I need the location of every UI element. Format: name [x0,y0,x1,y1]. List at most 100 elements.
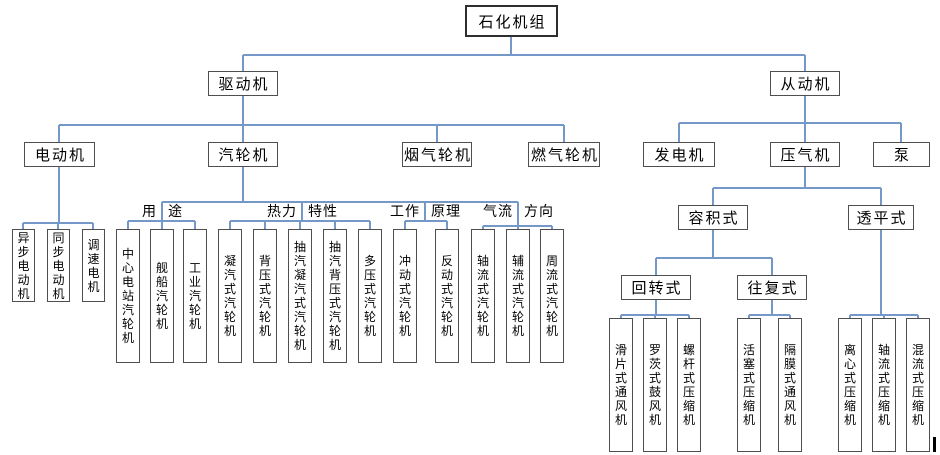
connector-line [436,125,438,142]
tree-node-jianchuan: 舰船汽轮机 [150,229,174,363]
connector-line [655,258,657,275]
tree-node-gongye: 工业汽轮机 [183,229,207,363]
text-cursor-artifact [933,437,936,452]
tree-node-huapian: 滑片式通风机 [609,318,633,452]
connector-line [242,125,244,142]
connector-line [301,202,303,221]
connector-line [161,202,163,221]
connector-line [849,315,851,318]
connector-line [713,187,881,189]
connector-line [789,315,791,318]
connector-line [510,37,512,55]
tree-node-chongdong: 冲动式汽轮机 [393,229,417,363]
connector-line [59,124,564,126]
tree-node-hunliu: 混流式压缩机 [906,318,930,452]
tree-node-beiya: 背压式汽轮机 [253,229,277,363]
tree-node-beng: 泵 [873,142,930,167]
tree-node-qudongji: 驱动机 [208,71,278,96]
tree-node-tiaosu: 调速电机 [82,229,105,302]
tree-node-rongjishi: 容积式 [678,205,748,230]
category-label-right: 方向 [524,205,554,220]
category-label-right: 途 [168,205,183,220]
tree-node-fandong: 反动式汽轮机 [435,229,459,363]
tree-node-ningqi: 凝汽式汽轮机 [218,229,242,363]
connector-line [748,315,750,318]
tree-node-luoci: 罗茨式鼓风机 [643,318,667,452]
tree-node-huosai: 活塞式压缩机 [737,318,761,452]
connector-line [654,315,656,318]
category-label-right: 原理 [431,205,461,220]
connector-line [563,125,565,142]
connector-line [264,221,266,229]
tree-node-fuliu: 辅流式汽轮机 [506,229,530,363]
connector-line [58,125,60,142]
connector-line [22,223,24,229]
tree-node-root: 石化机组 [465,5,558,37]
connector-line [194,221,196,229]
connector-line [517,226,519,229]
connector-line [446,221,448,229]
tree-node-tongbu: 同步电动机 [47,229,70,302]
connector-line [424,202,426,221]
connector-line [405,220,447,222]
connector-line [679,122,901,124]
tree-node-yanqilunji: 烟气轮机 [402,142,472,167]
connector-line [334,221,336,229]
connector-line [712,230,714,258]
connector-line [92,223,94,229]
connector-line [917,315,919,318]
tree-node-yibu: 异步电动机 [12,229,35,302]
connector-line [771,300,773,315]
connector-line [162,201,518,203]
connector-line [299,221,301,229]
category-label-right: 特性 [308,205,338,220]
connector-line [883,315,885,318]
tree-node-chouqiningqi: 抽汽凝汽式汽轮机 [288,229,312,363]
connector-line [804,167,806,188]
tree-node-huizhuanshi: 回转式 [621,275,691,300]
connector-line [482,226,484,229]
connector-line [58,167,60,223]
connector-line [804,96,806,123]
connector-line [127,221,129,229]
connector-line [620,315,622,318]
connector-line [678,123,680,142]
connector-line [243,54,805,56]
connector-line [804,55,806,71]
tree-node-diandongji: 电动机 [24,142,95,167]
connector-line [242,96,244,125]
connector-line [804,123,806,142]
tree-node-zhouliu_ya: 轴流式压缩机 [872,318,896,452]
connector-line [404,221,406,229]
connector-line [551,226,553,229]
tree-node-fadianji: 发电机 [643,142,715,167]
connector-line [688,315,690,318]
connector-line [242,167,244,202]
connector-line [369,221,371,229]
connector-line [57,223,59,229]
connector-line [712,188,714,205]
connector-line [880,230,882,315]
category-label-left: 热力 [267,205,297,220]
connector-line [161,221,163,229]
tree-node-gemo: 隔膜式通风机 [778,318,802,452]
connector-line [771,258,773,275]
tree-node-toupingshi: 透平式 [848,205,914,230]
tree-node-ranqilunji: 燃气轮机 [528,142,600,167]
tree-node-qilunji: 汽轮机 [208,142,278,167]
connector-line [900,123,902,142]
tree-node-zhouliu_qi: 轴流式汽轮机 [471,229,495,363]
tree-node-zhouliu2: 周流式汽轮机 [540,229,564,363]
tree-node-lixin: 离心式压缩机 [838,318,862,452]
tree-node-zhongxin: 中心电站汽轮机 [116,229,140,363]
connector-line [880,188,882,205]
connector-line [517,202,519,226]
tree-node-congdongji: 从动机 [770,71,840,96]
category-label-left: 用 [142,205,157,220]
connector-line [749,314,790,316]
tree-node-yaqiji: 压气机 [770,142,840,167]
connector-line [656,257,772,259]
tree-node-duoya: 多压式汽轮机 [358,229,382,363]
connector-line [229,221,231,229]
